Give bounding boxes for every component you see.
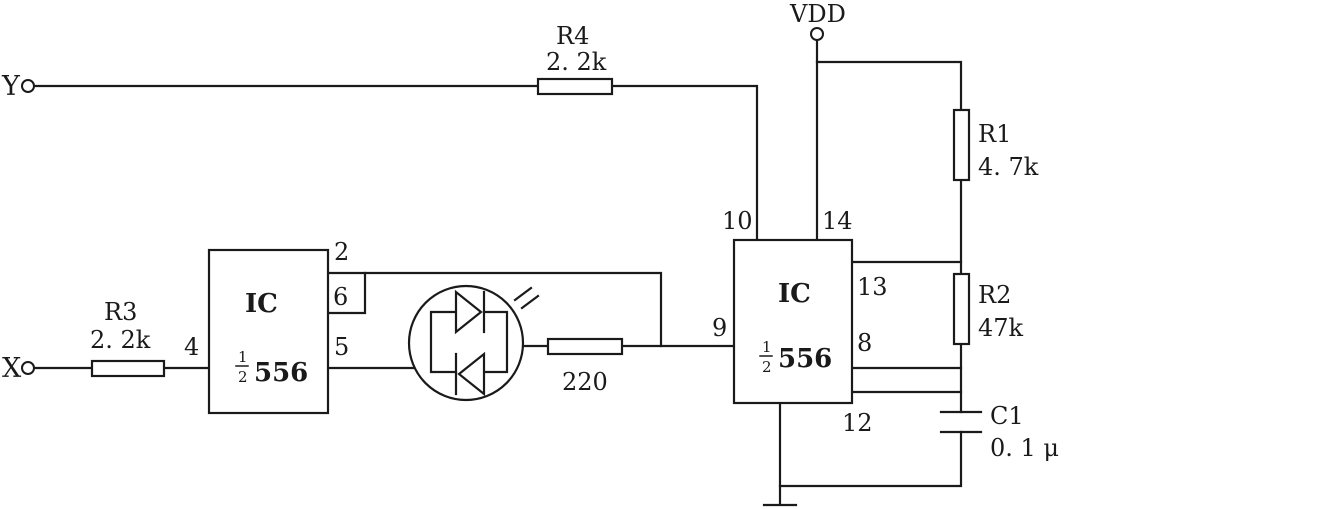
wire-r4-pin10 <box>610 84 759 242</box>
wires <box>32 38 963 507</box>
optocoupler <box>407 284 540 402</box>
terminal-x <box>21 361 35 375</box>
label-x: X <box>2 353 22 384</box>
ic-left-pin-4: 4 <box>184 333 199 361</box>
ic-left-name: IC <box>245 289 278 319</box>
resistor-r3 <box>90 359 166 378</box>
label-r3-name: R3 <box>104 298 137 326</box>
ic-left-pin-5: 5 <box>334 333 349 361</box>
ic-left-body <box>207 248 330 415</box>
ic-right-pin-13: 13 <box>857 273 888 301</box>
ic-right-part: 556 <box>778 344 832 374</box>
wire-pin6-tie <box>326 271 367 315</box>
capacitor-c1 <box>939 410 983 434</box>
opto-diode-upper <box>454 289 483 335</box>
ic-left-part: 556 <box>254 358 308 388</box>
label-r1-value: 4. 7k <box>978 153 1039 181</box>
ic-right-frac-num: 1 <box>762 338 772 356</box>
label-r1-name: R1 <box>978 120 1011 148</box>
label-r2-name: R2 <box>978 281 1011 309</box>
wire-vdd-r1 <box>815 60 963 112</box>
ic-right-pin-9: 9 <box>712 314 727 342</box>
resistor-r2 <box>952 272 971 346</box>
ic-left-frac-den: 2 <box>238 368 248 386</box>
ic-right-frac-den: 2 <box>762 358 772 376</box>
ic-left-pin-6: 6 <box>333 283 348 311</box>
label-r2-value: 47k <box>978 314 1024 342</box>
ic-right-pin-10: 10 <box>722 207 753 235</box>
label-r3-value: 2. 2k <box>90 326 151 354</box>
label-y: Y <box>1 71 21 102</box>
label-c1-value: 0. 1 μ <box>990 434 1059 462</box>
ic-right-pin-12: 12 <box>842 409 873 437</box>
wire-pin2-pin9 <box>326 271 663 348</box>
opto-diode-lower <box>457 351 486 397</box>
terminal-y <box>21 79 35 93</box>
resistor-r1 <box>952 108 971 182</box>
ic-right-body <box>732 238 854 405</box>
ic-left-frac-num: 1 <box>238 348 248 366</box>
ic-right-pin-8: 8 <box>857 329 872 357</box>
resistor-r220 <box>546 337 624 356</box>
label-vdd: VDD <box>789 0 846 28</box>
ic-left-pin-2: 2 <box>334 238 349 266</box>
ic-right-name: IC <box>778 279 811 309</box>
label-r4-name: R4 <box>556 22 589 50</box>
terminal-vdd <box>810 27 824 41</box>
wire-c1-ground <box>778 430 963 488</box>
label-r220-value: 220 <box>562 368 608 396</box>
label-r4-value: 2. 2k <box>546 48 607 76</box>
ic-right-pin-14: 14 <box>822 207 853 235</box>
label-c1-name: C1 <box>990 402 1024 430</box>
resistor-r4 <box>536 77 614 96</box>
